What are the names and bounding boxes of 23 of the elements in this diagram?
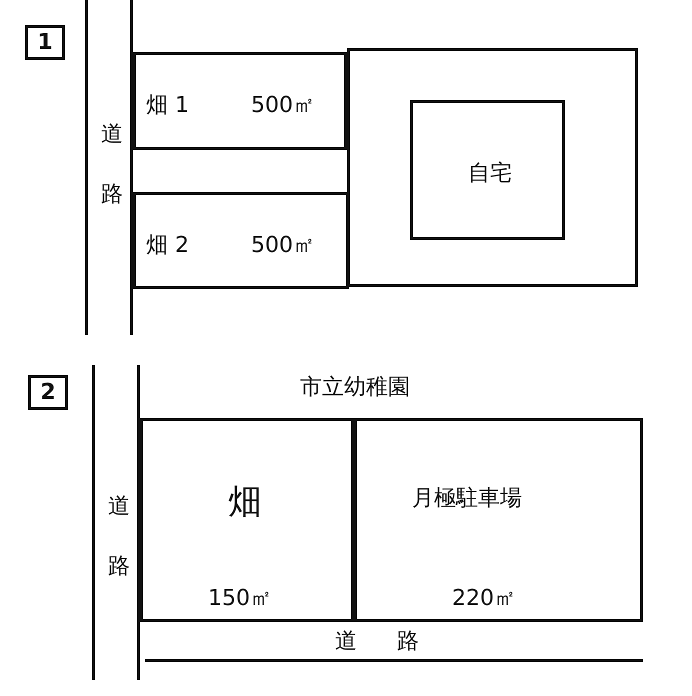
- area-size: 150㎡: [208, 585, 272, 613]
- road-name: 道路: [98, 105, 125, 225]
- house-building: [410, 100, 565, 240]
- road: [92, 365, 140, 680]
- area-name: 畑 1: [146, 92, 189, 120]
- area-name: 畑: [228, 481, 262, 524]
- area-name: 月極駐車場: [412, 485, 522, 513]
- road: [85, 0, 133, 335]
- panel-number: 2: [28, 375, 68, 410]
- area-name: 自宅: [468, 160, 512, 188]
- neighbor-name: 市立幼稚園: [300, 374, 410, 402]
- field-plot: [140, 418, 354, 622]
- road-name: 道路: [335, 628, 459, 656]
- area-size: 500㎡: [251, 92, 315, 120]
- road-name: 道路: [105, 477, 132, 597]
- panel-number: 1: [25, 25, 65, 60]
- area-size: 220㎡: [452, 585, 516, 613]
- field-plot: [133, 192, 349, 289]
- house-lot: [347, 48, 638, 287]
- parking-lot: [354, 418, 643, 622]
- field-plot: [133, 52, 347, 150]
- area-size: 500㎡: [251, 232, 315, 260]
- area-name: 畑 2: [146, 232, 189, 260]
